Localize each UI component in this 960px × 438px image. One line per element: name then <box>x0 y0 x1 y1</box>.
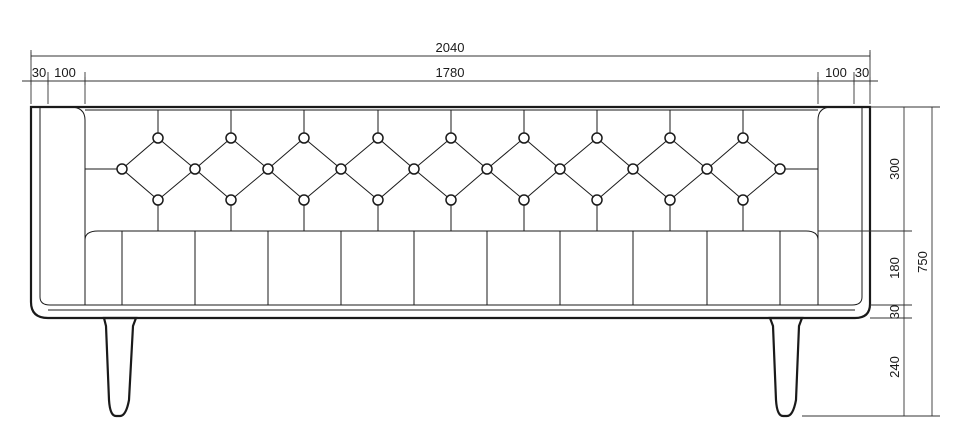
tuft-line <box>450 168 488 201</box>
tuft-line <box>669 168 708 201</box>
tuft-button <box>298 132 310 144</box>
tuft-line <box>596 137 634 170</box>
tuft-line <box>413 168 452 201</box>
tuft-line <box>523 137 561 170</box>
sofa <box>29 105 872 418</box>
tufting-buttons <box>116 132 786 206</box>
sofa-outer-frame <box>29 105 872 320</box>
dimension-back-height: 300 <box>887 158 902 180</box>
tuft-line <box>267 137 305 170</box>
right-dimensions: 300 180 30 240 750 <box>802 106 940 417</box>
tuft-button <box>372 194 384 206</box>
tuft-button <box>481 163 493 175</box>
tuft-line <box>340 137 379 170</box>
tuft-button <box>116 163 128 175</box>
tuft-line <box>194 168 232 201</box>
dimension-arm-left: 30 <box>32 65 46 80</box>
tuft-line <box>194 137 232 170</box>
tuft-button <box>445 194 457 206</box>
seat-dividers <box>121 231 781 305</box>
left-leg <box>102 316 138 418</box>
dimension-base-height: 30 <box>887 305 902 319</box>
dimension-seat-height: 180 <box>887 257 902 279</box>
tuft-button <box>518 194 530 206</box>
tuft-button <box>554 163 566 175</box>
tuft-line <box>632 168 671 201</box>
tuft-line <box>413 137 452 170</box>
tuft-button <box>189 163 201 175</box>
tuft-button <box>152 194 164 206</box>
tuft-line <box>157 137 196 170</box>
dimension-arm-inner-right: 100 <box>825 65 847 80</box>
tuft-button <box>591 194 603 206</box>
tuft-line <box>742 137 781 170</box>
dimension-total-width: 2040 <box>436 40 465 55</box>
tuft-line <box>742 168 781 201</box>
tuft-button <box>518 132 530 144</box>
tuft-button <box>627 163 639 175</box>
tuft-line <box>303 168 342 201</box>
tuft-line <box>559 137 598 170</box>
dimension-inner-width: 1780 <box>436 65 465 80</box>
tuft-line <box>230 168 269 201</box>
tuft-line <box>596 168 634 201</box>
dimension-leg-height: 240 <box>887 356 902 378</box>
tuft-button <box>152 132 164 144</box>
tuft-button <box>737 132 749 144</box>
tuft-line <box>669 137 708 170</box>
tuft-button <box>774 163 786 175</box>
tuft-button <box>335 163 347 175</box>
right-leg <box>768 316 804 418</box>
tuft-line <box>121 168 159 201</box>
tuft-button <box>737 194 749 206</box>
dimension-total-height: 750 <box>915 251 930 273</box>
tuft-line <box>706 168 744 201</box>
tuft-button <box>225 194 237 206</box>
tuft-button <box>591 132 603 144</box>
tuft-line <box>523 168 561 201</box>
left-arm <box>39 106 86 306</box>
tuft-line <box>559 168 598 201</box>
tuft-button <box>262 163 274 175</box>
tuft-button <box>298 194 310 206</box>
tuft-line <box>450 137 488 170</box>
tuft-line <box>632 137 671 170</box>
tuft-line <box>706 137 744 170</box>
tuft-line <box>486 137 525 170</box>
tuft-line <box>303 137 342 170</box>
tuft-button <box>372 132 384 144</box>
tuft-button <box>701 163 713 175</box>
tuft-button <box>664 194 676 206</box>
dimension-arm-right: 30 <box>855 65 869 80</box>
tuft-line <box>377 168 415 201</box>
tuft-line <box>230 137 269 170</box>
tuft-button <box>445 132 457 144</box>
tuft-line <box>486 168 525 201</box>
right-arm <box>817 106 863 306</box>
tuft-line <box>377 137 415 170</box>
dimension-arm-inner-left: 100 <box>54 65 76 80</box>
seat-cushion <box>84 230 819 305</box>
tuft-button <box>225 132 237 144</box>
top-dimensions: 2040 30 100 1780 100 30 <box>22 40 878 104</box>
tuft-button <box>408 163 420 175</box>
tuft-line <box>121 137 159 170</box>
tuft-button <box>664 132 676 144</box>
tuft-line <box>267 168 305 201</box>
tuft-line <box>157 168 196 201</box>
tuft-line <box>340 168 379 201</box>
